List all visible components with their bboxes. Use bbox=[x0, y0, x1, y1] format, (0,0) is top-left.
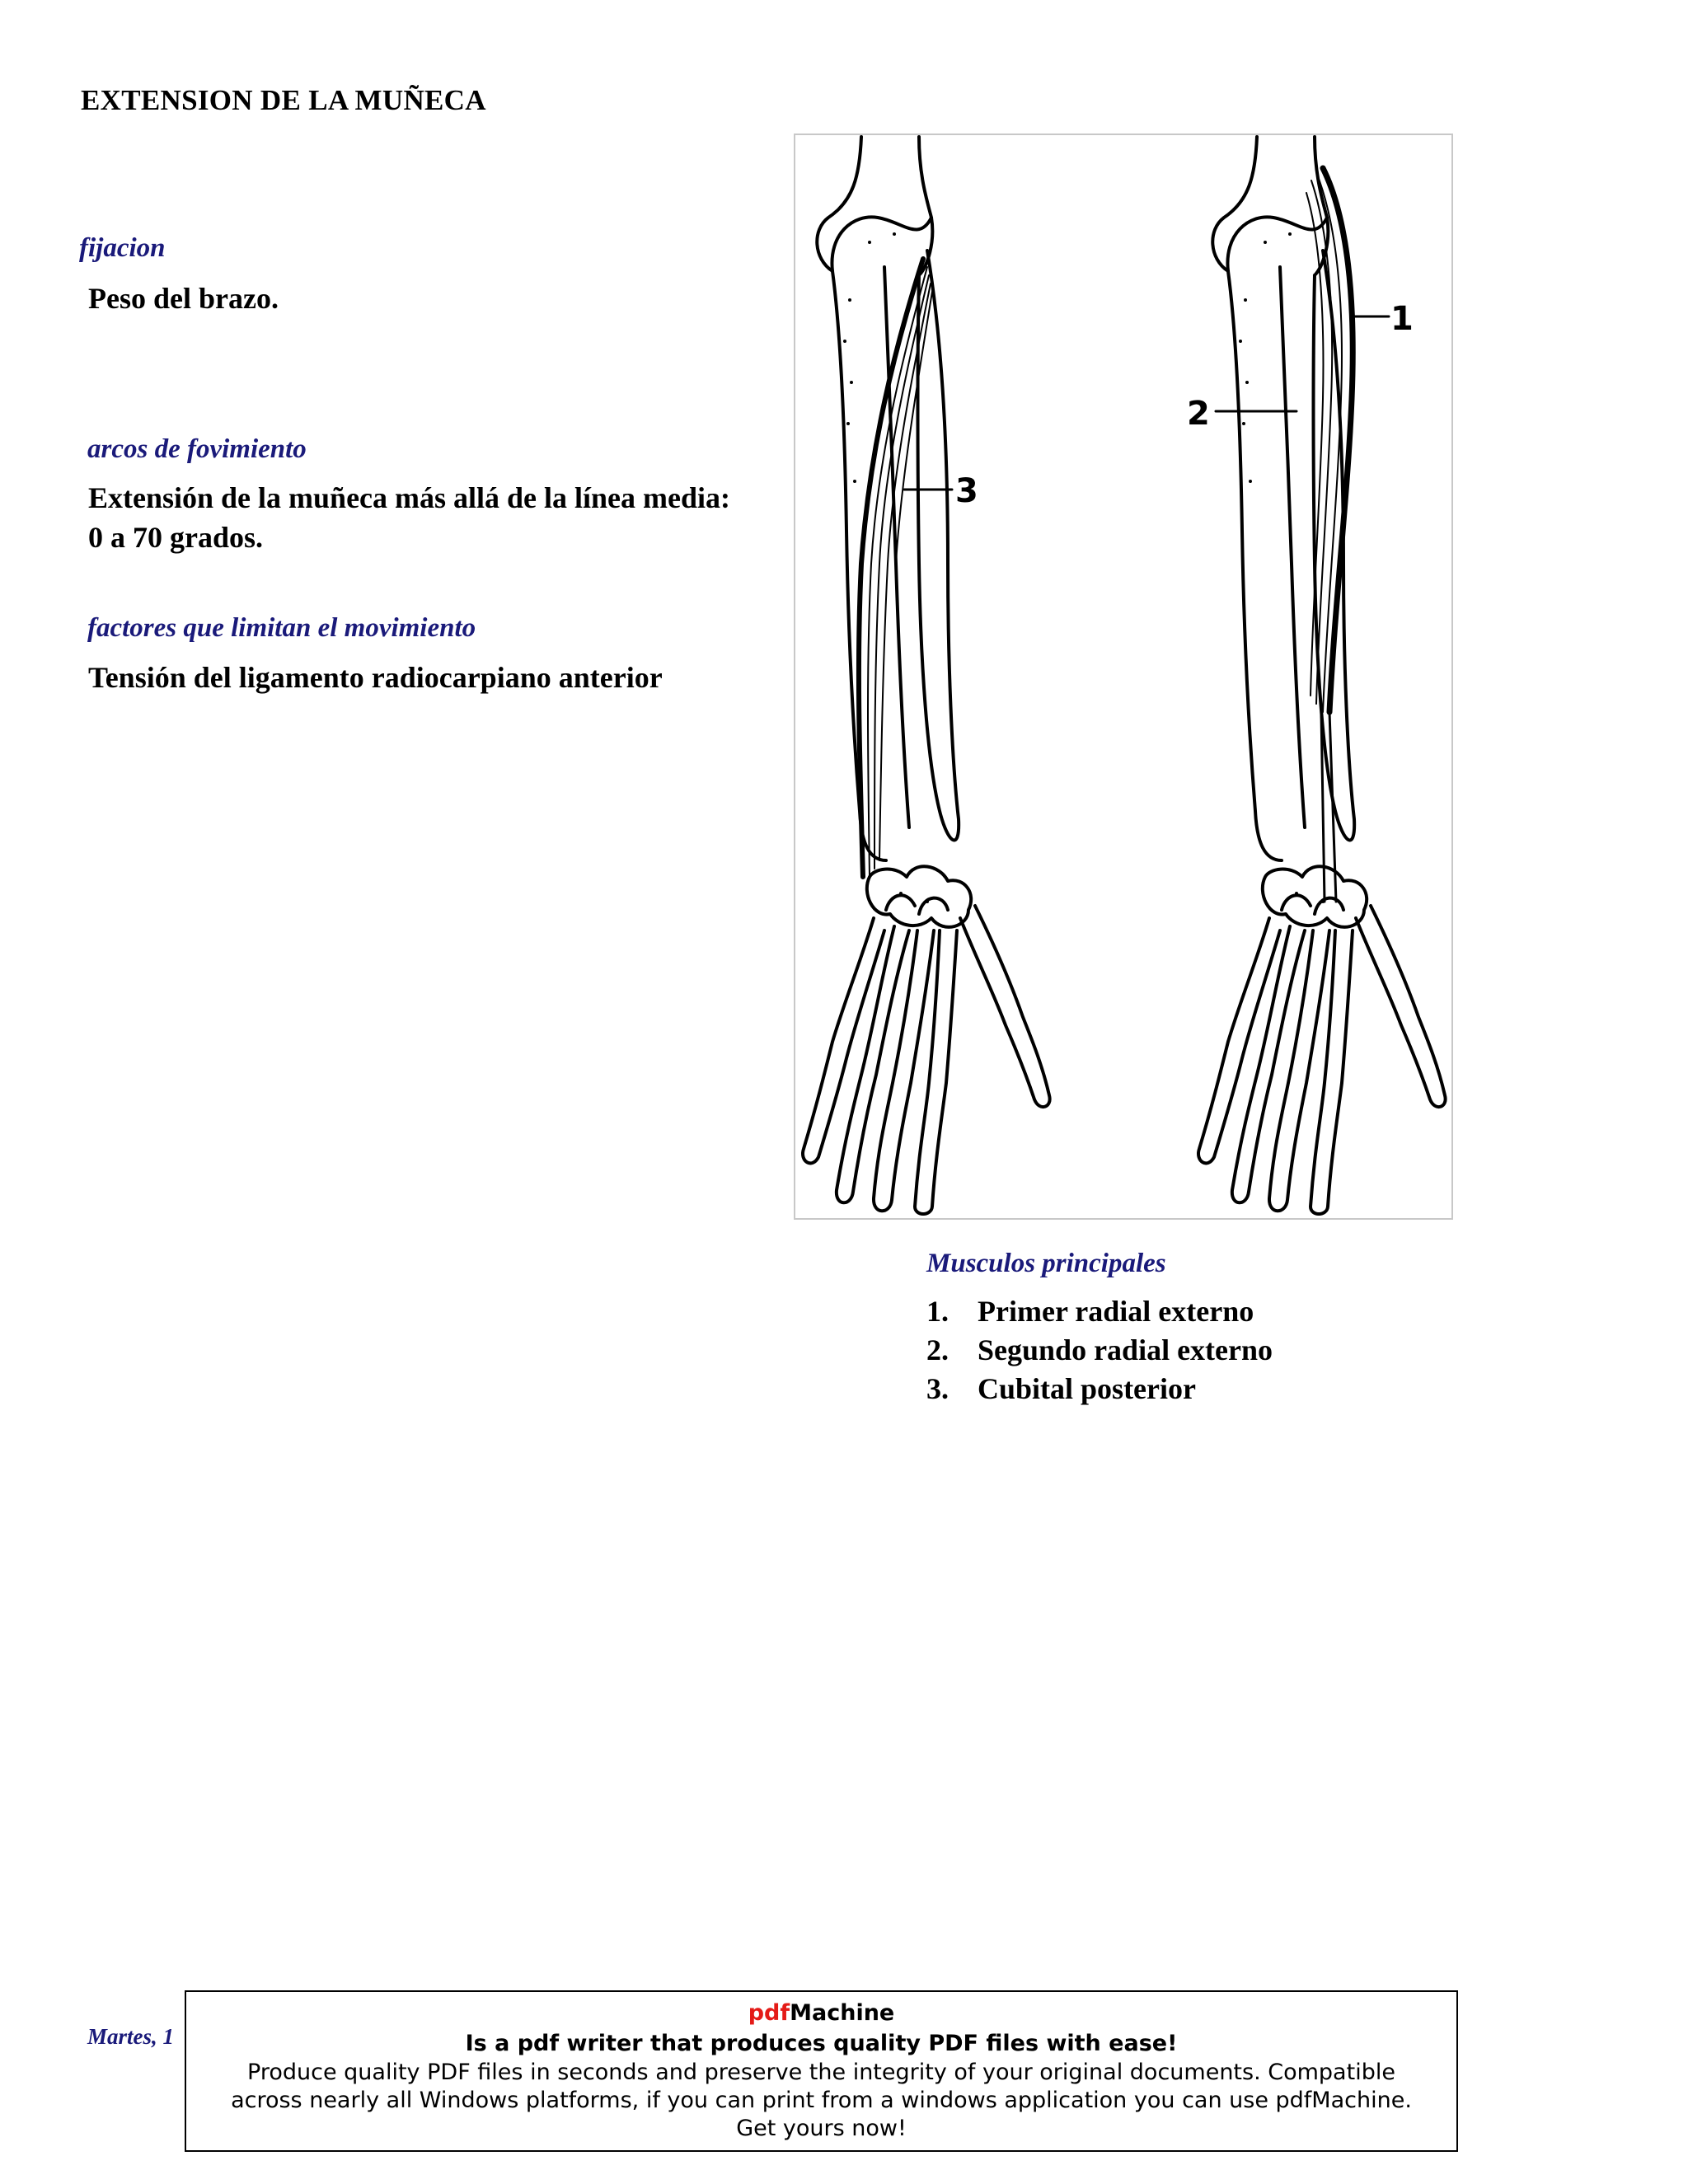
arcos-label: arcos de fovimiento bbox=[87, 434, 307, 464]
left-arm-drawing bbox=[801, 135, 1052, 1216]
figure-label-3: 3 bbox=[955, 472, 978, 510]
musculos-label: Musculos principales bbox=[926, 1249, 1166, 1278]
ad-brand-pdf: pdf bbox=[748, 2000, 790, 2026]
factores-label: factores que limitan el movimiento bbox=[87, 613, 476, 643]
list-item: 2. Segundo radial externo bbox=[926, 1331, 1273, 1370]
figure-label-2: 2 bbox=[1187, 395, 1210, 433]
ad-brand-machine: Machine bbox=[790, 2000, 895, 2026]
list-item-number: 3. bbox=[926, 1372, 949, 1405]
list-item-text: Segundo radial externo bbox=[978, 1333, 1273, 1366]
page-title: EXTENSION DE LA MUÑECA bbox=[81, 84, 486, 116]
list-item-text: Cubital posterior bbox=[978, 1372, 1196, 1405]
ad-cta-link[interactable]: Get yours now! bbox=[736, 2116, 907, 2141]
fijacion-label: fijacion bbox=[79, 233, 166, 263]
ad-headline: Is a pdf writer that produces quality PD… bbox=[465, 2031, 1178, 2056]
forearm-illustration: 3 1 2 bbox=[801, 135, 1447, 1216]
arcos-text: Extensión de la muñeca más allá de la lí… bbox=[88, 481, 731, 554]
pdfmachine-ad[interactable]: pdfMachine Is a pdf writer that produces… bbox=[185, 1990, 1458, 2152]
ad-description: Produce quality PDF files in seconds and… bbox=[231, 2060, 1412, 2113]
muscle-list: 1. Primer radial externo 2. Segundo radi… bbox=[926, 1292, 1273, 1408]
list-item-number: 2. bbox=[926, 1333, 949, 1366]
fijacion-text: Peso del brazo. bbox=[88, 282, 279, 315]
list-item-number: 1. bbox=[926, 1295, 949, 1328]
list-item-text: Primer radial externo bbox=[978, 1295, 1254, 1328]
right-arm-drawing bbox=[1197, 135, 1447, 1216]
list-item: 3. Cubital posterior bbox=[926, 1370, 1273, 1408]
factores-text: Tensión del ligamento radiocarpiano ante… bbox=[88, 661, 663, 694]
ad-brand: pdfMachine bbox=[186, 1999, 1456, 2028]
anatomy-figure: 3 1 2 bbox=[794, 134, 1453, 1220]
footer-date: Martes, 1 bbox=[87, 2024, 175, 2049]
figure-label-1: 1 bbox=[1390, 300, 1414, 338]
bone-stippling bbox=[843, 232, 1325, 903]
list-item: 1. Primer radial externo bbox=[926, 1292, 1273, 1331]
